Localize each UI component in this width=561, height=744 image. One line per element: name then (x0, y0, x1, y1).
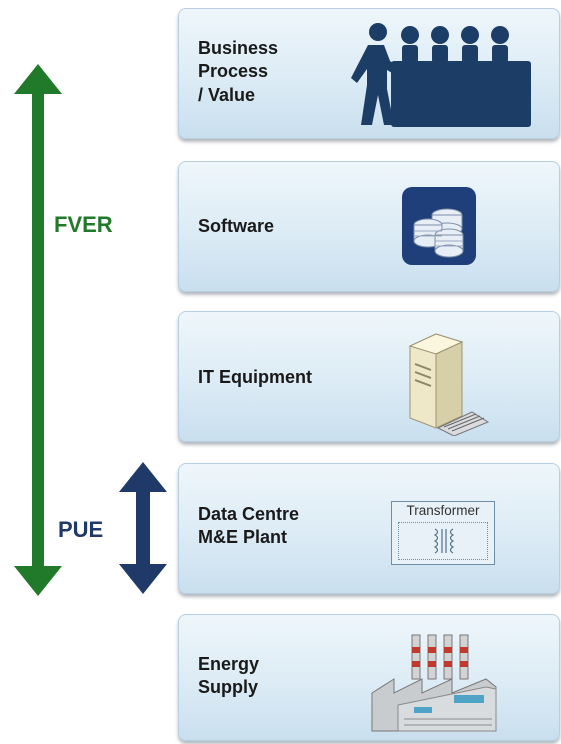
layer-label: IT Equipment (198, 367, 312, 387)
power-station-icon (371, 634, 497, 732)
layer-label: Data Centre M&E Plant (198, 504, 300, 548)
transformer-frame (398, 522, 488, 560)
layer-business-process: Business Process / Value (178, 8, 560, 139)
layer-label: Business Process / Value (198, 38, 279, 105)
layer-data-centre-me-plant: Data Centre M&E Plant Transformer (178, 463, 560, 594)
layer-label: Software (198, 216, 275, 236)
transformer-icon: Transformer (391, 501, 495, 565)
fver-label: FVER (54, 212, 113, 237)
fver-arrow (14, 64, 62, 596)
transformer-coil-icon (433, 528, 455, 554)
pue-arrow (119, 462, 167, 594)
server-tower-icon (408, 333, 490, 436)
layer-software: Software (178, 161, 560, 292)
database-disks-icon (402, 187, 476, 265)
pue-label: PUE (58, 517, 104, 542)
layer-it-equipment: IT Equipment (178, 311, 560, 442)
layer-energy-supply: Energy Supply (178, 614, 560, 741)
transformer-label: Transformer (406, 503, 480, 518)
layer-label: Energy Supply (198, 654, 260, 698)
meeting-people-icon (351, 23, 531, 127)
